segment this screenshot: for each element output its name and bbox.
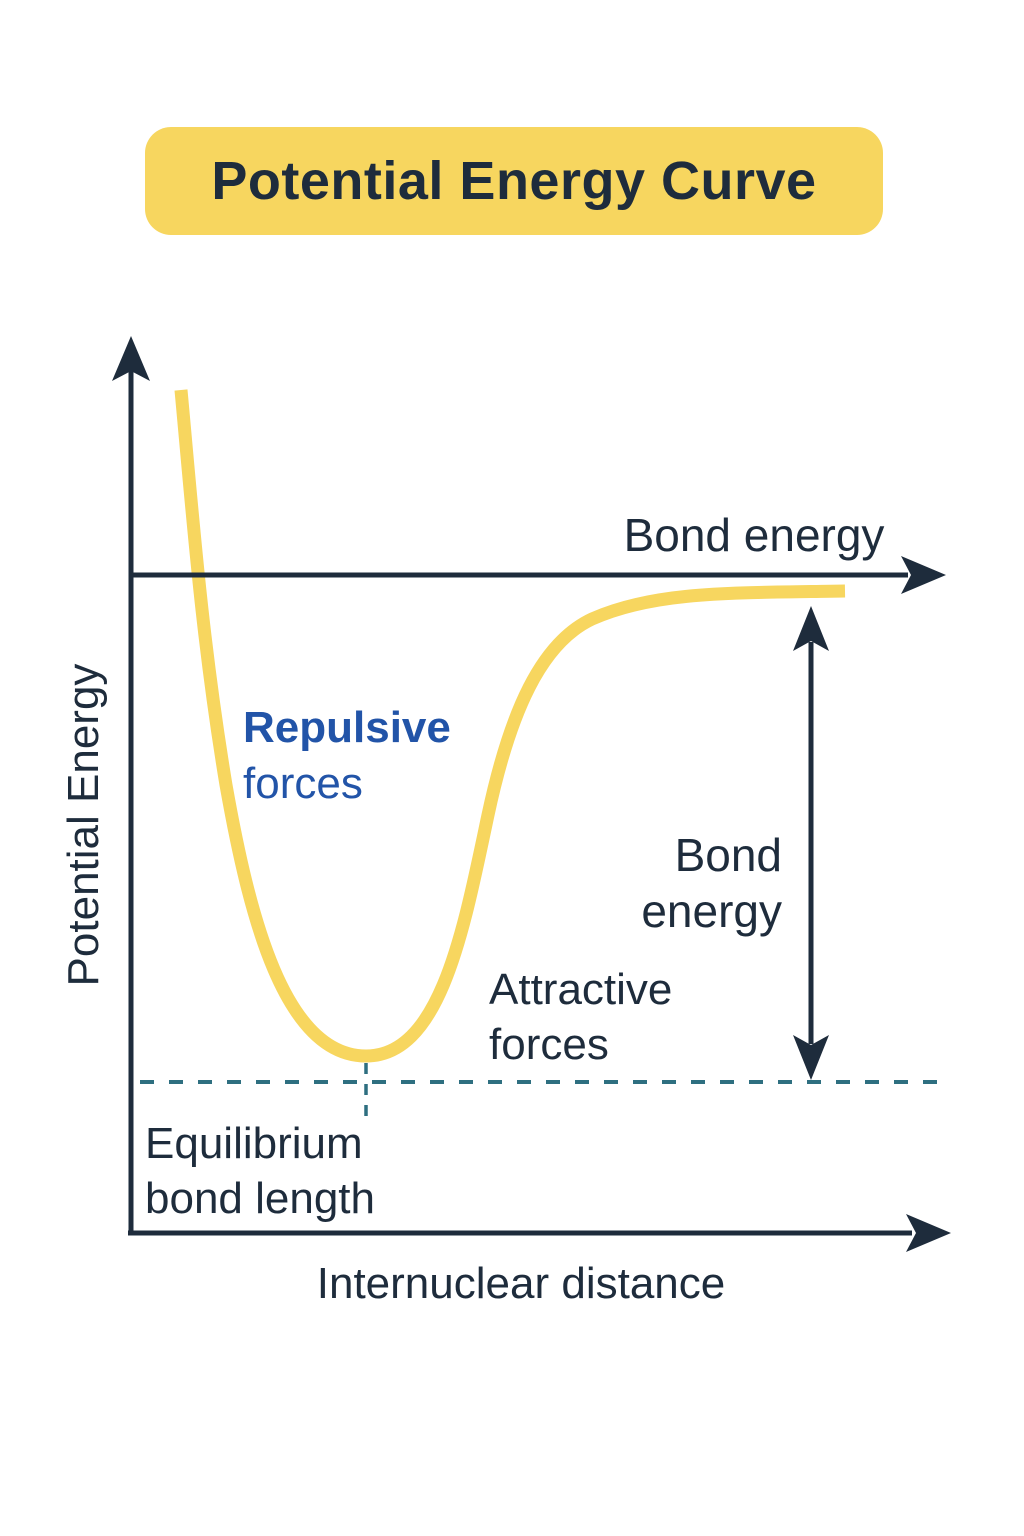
attractive-forces-label-line1: Attractive — [489, 965, 673, 1014]
bond-energy-arrowhead-down — [793, 1035, 829, 1080]
y-axis-label: Potential Energy — [59, 663, 108, 987]
attractive-forces-label-line2: forces — [489, 1020, 609, 1069]
repulsive-forces-label-line2: forces — [243, 759, 363, 808]
bond-energy-asymptote-arrowhead — [901, 556, 946, 594]
bond-energy-depth-label-line2: energy — [641, 885, 782, 937]
page-title: Potential Energy Curve — [211, 151, 817, 211]
bond-energy-arrowhead-up — [793, 606, 829, 651]
bond-energy-depth-label: Bond energy — [560, 827, 782, 939]
equilibrium-bond-length-label-line2: bond length — [145, 1174, 375, 1223]
y-axis-arrowhead — [112, 336, 150, 381]
x-axis-arrowhead — [906, 1214, 951, 1252]
bond-energy-depth-label-line1: Bond — [674, 829, 782, 881]
bond-energy-axis-label: Bond energy — [623, 509, 885, 561]
equilibrium-bond-length-label: Equilibrium bond length — [145, 1116, 375, 1226]
equilibrium-bond-length-label-line1: Equilibrium — [145, 1119, 363, 1168]
title-badge: Potential Energy Curve — [145, 127, 883, 235]
x-axis-label: Internuclear distance — [316, 1259, 726, 1308]
repulsive-forces-label-line1: Repulsive — [243, 703, 451, 752]
attractive-forces-label: Attractive forces — [489, 962, 672, 1072]
bond-energy-double-arrow — [793, 606, 829, 1080]
repulsive-forces-label: Repulsive forces — [243, 700, 451, 812]
potential-energy-curve — [174, 389, 846, 1063]
